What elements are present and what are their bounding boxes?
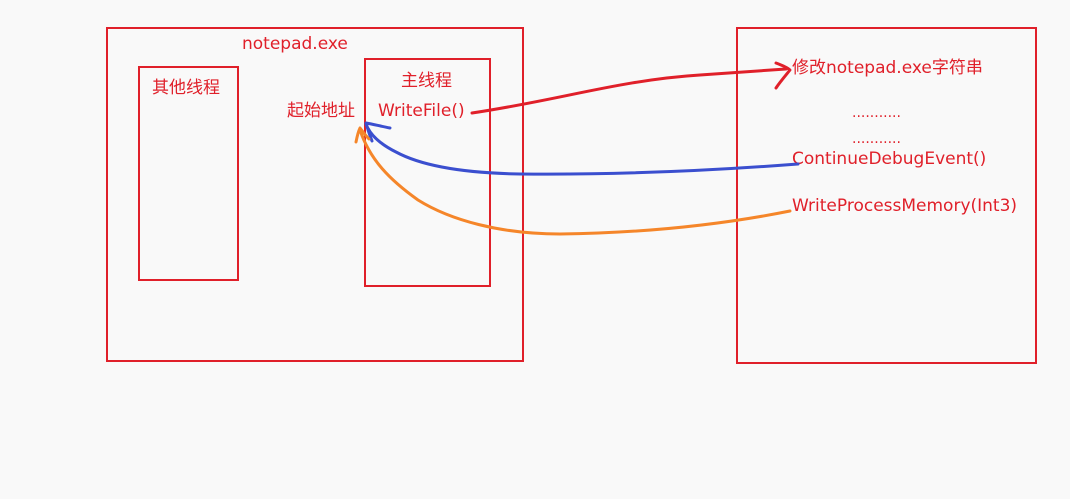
blue-arrowhead: [364, 121, 392, 143]
writefile-label: WriteFile(): [378, 101, 465, 121]
other-threads-box: [138, 66, 239, 281]
process-box: [106, 27, 524, 362]
blue-arrow: [364, 122, 800, 176]
continue-debug-event-label: ContinueDebugEvent(): [792, 149, 987, 169]
main-thread-label: 主线程: [401, 71, 452, 91]
red-arrowhead: [774, 61, 792, 90]
other-threads-label: 其他线程: [152, 78, 220, 98]
process-title: notepad.exe: [242, 34, 348, 54]
red-arrow: [470, 67, 788, 115]
orange-arrow: [358, 128, 792, 236]
debugger-box: [736, 27, 1037, 364]
write-process-memory-label: WriteProcessMemory(Int3): [792, 196, 1018, 216]
ellipsis-1: ...........: [852, 105, 901, 121]
start-address-label: 起始地址: [287, 101, 355, 121]
modify-string-label: 修改notepad.exe字符串: [792, 58, 983, 78]
ellipsis-2: ...........: [852, 131, 901, 147]
orange-arrowhead: [354, 126, 371, 144]
